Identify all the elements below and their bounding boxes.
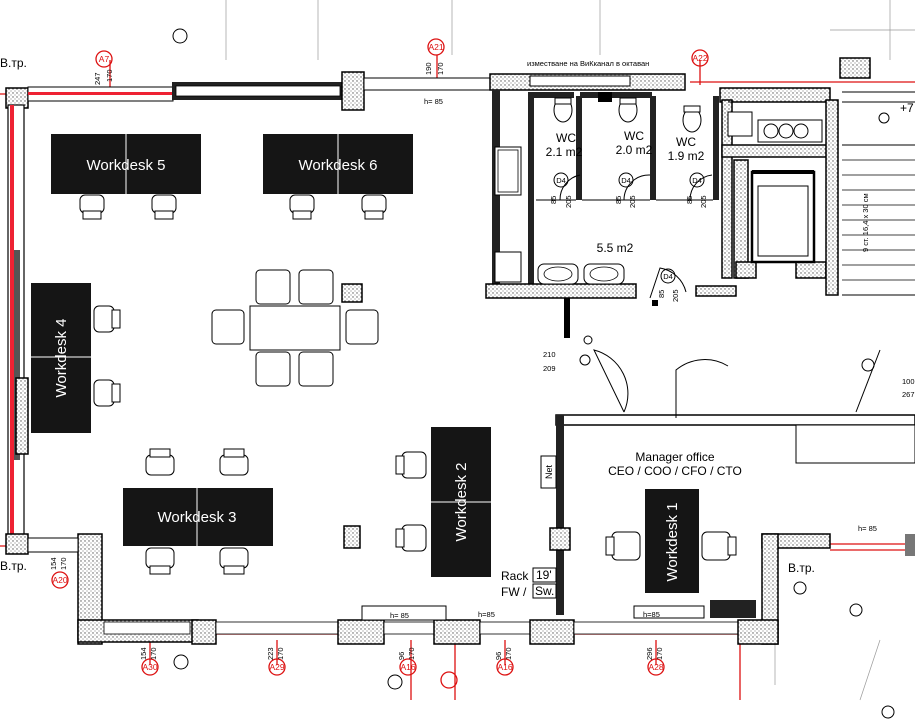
door-dim: 205 xyxy=(564,195,573,208)
meeting-table xyxy=(211,269,379,387)
workdesk-5-label: Workdesk 5 xyxy=(87,157,166,174)
workdesk-5: Workdesk 5 xyxy=(51,134,201,194)
axis-tag: A21 xyxy=(428,42,443,52)
axis-tag: A30 xyxy=(142,662,157,672)
network-box: Net xyxy=(540,455,557,489)
wc-2-area: 2.0 m2 xyxy=(616,143,653,157)
dimension-number: 170 xyxy=(407,647,416,660)
vtr-right: В.тр. xyxy=(788,561,815,575)
height-note: h= 85 xyxy=(390,611,409,620)
axis-tags: A7 A21 A22 A20 A30 A29 A16 A16 A28 xyxy=(51,38,709,689)
door-tag: D4 xyxy=(621,176,631,185)
workdesk-3-label: Workdesk 3 xyxy=(158,509,237,526)
manager-office-walls xyxy=(549,349,915,645)
door-dim: 85 xyxy=(549,196,558,204)
bottom-wall xyxy=(27,533,779,645)
workdesk-1-label: Workdesk 1 xyxy=(664,503,681,582)
dimension-number: 96 xyxy=(494,652,503,660)
door-dim: 85 xyxy=(614,196,623,204)
dimension-number: 170 xyxy=(149,647,158,660)
lobby-area: 5.5 m2 xyxy=(597,241,634,255)
rack-size: 19' xyxy=(536,568,552,582)
wc-1-label: WC xyxy=(556,131,576,145)
axis-tag: A16 xyxy=(497,662,512,672)
column-block xyxy=(343,525,361,549)
rack-label: Rack xyxy=(501,569,529,583)
axis-tag: A20 xyxy=(52,575,67,585)
dimension-number: 170 xyxy=(436,62,445,75)
section-markers xyxy=(172,28,895,719)
dimension-number: 170 xyxy=(504,647,513,660)
dimension-number: 296 xyxy=(645,647,654,660)
axis-tag: A28 xyxy=(648,662,663,672)
height-note: h=85 xyxy=(643,610,660,619)
core-block xyxy=(721,91,915,296)
vtr-left-bottom: В.тр. xyxy=(0,559,27,573)
vtr-left-top: В.тр. xyxy=(0,56,27,70)
door-dim: 267 xyxy=(902,390,915,399)
workdesk-6: Workdesk 6 xyxy=(263,134,413,194)
workdesk-6-label: Workdesk 6 xyxy=(299,157,378,174)
workdesk-2: Workdesk 2 xyxy=(431,427,491,577)
rack: Rack 19' FW / Sw. xyxy=(501,567,557,599)
left-wall xyxy=(5,87,29,555)
door-dim: 205 xyxy=(628,195,637,208)
workdesk-4-label: Workdesk 4 xyxy=(53,319,70,398)
top-note: изместване на ВиКканал в октаван xyxy=(527,59,649,68)
dimension-number: 190 xyxy=(424,62,433,75)
manager-office-title: Manager office xyxy=(635,450,714,464)
axis-tag: A29 xyxy=(269,662,284,672)
stair-note: 9 ст. 16,4 x 30 см xyxy=(861,193,870,252)
wc-3-label: WC xyxy=(676,135,696,149)
axis-tag: A16 xyxy=(400,662,415,672)
wc-1-area: 2.1 m2 xyxy=(546,145,583,159)
workdesk-1: Workdesk 1 xyxy=(645,489,699,593)
door-dim: 210 xyxy=(543,350,556,359)
door-tag: D4 xyxy=(556,176,566,185)
dimension-number: 170 xyxy=(105,69,114,82)
wc-2-label: WC xyxy=(624,129,644,143)
column-block xyxy=(341,283,363,303)
dimension-number: 170 xyxy=(59,557,68,570)
door-dim: 205 xyxy=(671,289,680,302)
door-dim: 85 xyxy=(685,196,694,204)
top-wall xyxy=(27,57,871,111)
workdesk-4: Workdesk 4 xyxy=(31,283,91,433)
height-note: h=85 xyxy=(478,610,495,619)
axis-tag: A22 xyxy=(692,53,707,63)
bathroom-block xyxy=(485,90,737,306)
dimension-number: 170 xyxy=(655,647,664,660)
door-tag: D4 xyxy=(663,272,673,281)
dimension-number: 96 xyxy=(397,652,406,660)
network-label: Net xyxy=(544,465,554,480)
dimension-number: 170 xyxy=(276,647,285,660)
switch-label: Sw. xyxy=(535,584,554,598)
level-mark: +7 xyxy=(900,101,914,115)
door-dim: 100 xyxy=(902,377,915,386)
door-tags: D4 D4 D4 D4 85 205 85 205 85 205 85 205 … xyxy=(543,172,915,399)
manager-office-roles: CEO / COO / CFO / CTO xyxy=(608,464,742,478)
dimension-number: 154 xyxy=(49,557,58,570)
door-dim: 205 xyxy=(699,195,708,208)
height-note: h= 85 xyxy=(424,97,443,106)
height-note: h= 85 xyxy=(858,524,877,533)
axis-tag: A7 xyxy=(99,54,110,64)
door-dim: 85 xyxy=(657,290,666,298)
door-dim: 209 xyxy=(543,364,556,373)
workdesk-2-label: Workdesk 2 xyxy=(453,463,470,542)
dimension-number: 247 xyxy=(93,72,102,85)
door-tag: D4 xyxy=(692,176,702,185)
firewall-label: FW / xyxy=(501,585,527,599)
dimension-number: 223 xyxy=(266,647,275,660)
dimension-numbers: 247 170 190 170 154 170 154 170 223 170 … xyxy=(49,62,664,660)
office-chairs xyxy=(79,194,737,575)
wc-3-area: 1.9 m2 xyxy=(668,149,705,163)
construction-lines xyxy=(225,0,915,701)
workdesk-3: Workdesk 3 xyxy=(123,488,273,546)
dimension-number: 154 xyxy=(139,647,148,660)
